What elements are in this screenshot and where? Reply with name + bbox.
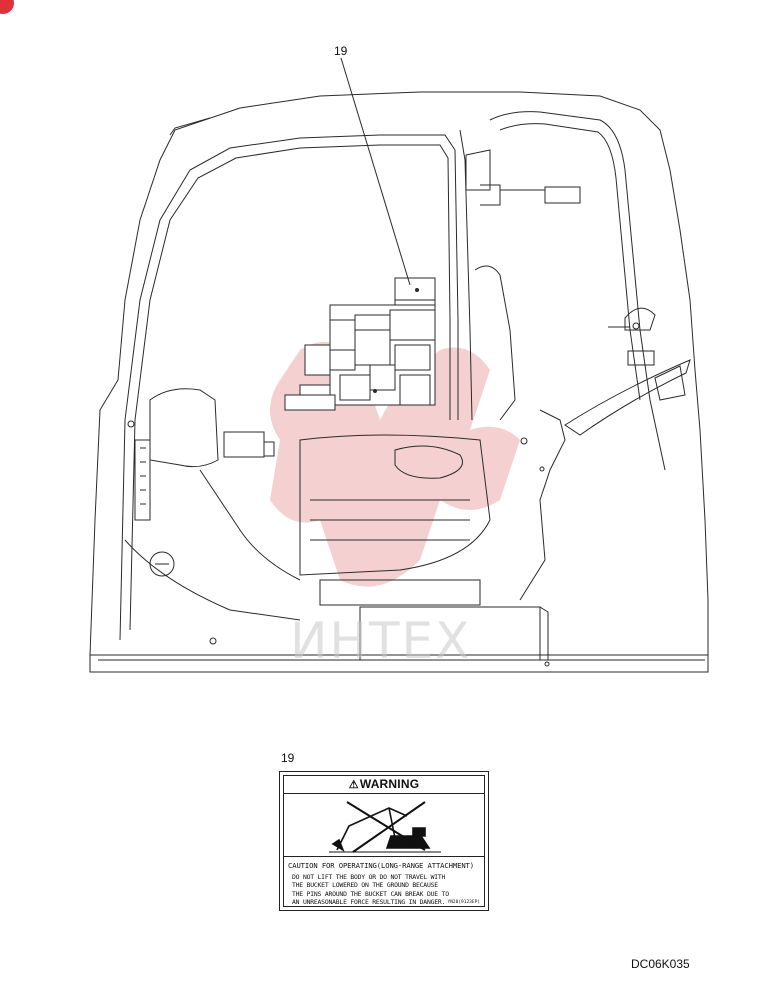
warning-title: CAUTION FOR OPERATING(LONG-RANGE ATTACHM… <box>288 861 474 870</box>
warning-divider <box>284 856 484 857</box>
cab-interior-diagram <box>89 57 709 673</box>
warning-label-inner: ⚠WARNING CAUTION FOR OPERATING(LONG-RANG… <box>283 775 485 907</box>
warning-label-code: YN20(9123EP) <box>447 900 480 905</box>
corner-badge <box>0 0 14 14</box>
warning-body-line: THE PINS AROUND THE BUCKET CAN BREAK DUE… <box>292 889 449 898</box>
warning-triangle-icon: ⚠ <box>348 779 359 791</box>
warning-header-text: WARNING <box>359 777 420 791</box>
callout-number-top: 19 <box>334 44 348 58</box>
warning-body-line: AN UNREASONABLE FORCE RESULTING IN DANGE… <box>292 897 446 906</box>
warning-body-line: THE BUCKET LOWERED ON THE GROUND BECAUSE <box>292 881 438 890</box>
warning-body-line: DO NOT LIFT THE BODY OR DO NOT TRAVEL WI… <box>292 873 446 881</box>
operator-seat <box>124 265 566 621</box>
excavator-prohibition-icon <box>329 801 441 853</box>
control-box-stack <box>284 277 436 411</box>
callout-number-detail: 19 <box>281 751 295 765</box>
side-window <box>459 111 666 471</box>
warning-body: DO NOT LIFT THE BODY OR DO NOT TRAVEL WI… <box>292 873 480 906</box>
warning-label-card: ⚠WARNING CAUTION FOR OPERATING(LONG-RANG… <box>279 771 489 911</box>
drawing-id: DC06K035 <box>631 957 690 971</box>
front-window <box>119 134 459 645</box>
warning-header: ⚠WARNING <box>284 776 484 794</box>
right-control-console <box>564 307 691 436</box>
floor-base <box>359 606 550 667</box>
callout-leader <box>340 57 411 286</box>
watermark-text: ИНТЕХ <box>290 612 472 670</box>
